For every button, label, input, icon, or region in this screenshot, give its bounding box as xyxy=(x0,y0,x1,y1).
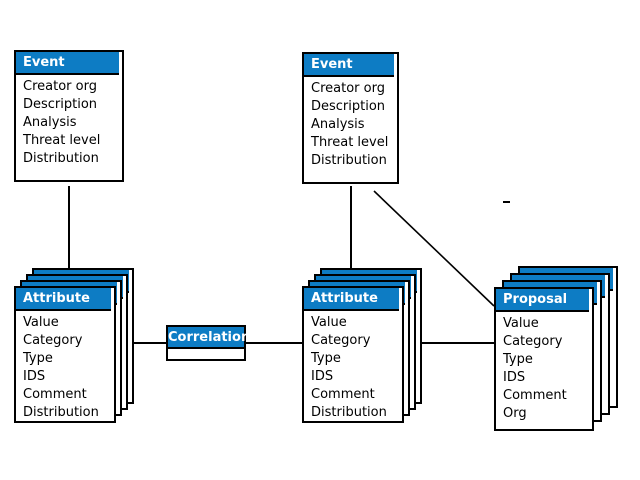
entity-attribute-left[interactable]: Attribute Value Category Type IDS Commen… xyxy=(14,286,116,423)
connector-event-right-to-attribute-right xyxy=(350,186,352,280)
connector-correlation-to-attribute-right xyxy=(246,342,302,344)
field-value: Value xyxy=(503,316,539,331)
connector-attribute-left-to-correlation xyxy=(124,342,166,344)
field-type: Type xyxy=(503,352,533,367)
field-comment: Comment xyxy=(311,387,375,402)
entity-stack-attribute-right[interactable]: Attribute Value Category Type IDS Commen… xyxy=(302,268,428,428)
field-analysis: Analysis xyxy=(23,115,77,130)
field-type: Type xyxy=(23,351,53,366)
association-correlation[interactable]: Correlation xyxy=(166,325,250,361)
field-value: Value xyxy=(23,315,59,330)
field-analysis: Analysis xyxy=(311,117,365,132)
field-value: Value xyxy=(311,315,347,330)
field-ids: IDS xyxy=(311,369,334,384)
field-distribution: Distribution xyxy=(23,405,99,420)
entity-event-left[interactable]: Event Creator org Description Analysis T… xyxy=(14,50,124,182)
field-category: Category xyxy=(23,333,83,348)
field-comment: Comment xyxy=(503,388,567,403)
entity-event-right-fields: Creator org Description Analysis Threat … xyxy=(304,77,397,174)
field-distribution: Distribution xyxy=(311,153,387,168)
entity-proposal-title: Proposal xyxy=(496,289,589,312)
entity-event-right[interactable]: Event Creator org Description Analysis T… xyxy=(302,52,399,184)
stray-mark-dash xyxy=(503,201,510,203)
entity-stack-proposal[interactable]: Proposal Value Category Type IDS Comment… xyxy=(494,266,624,431)
entity-attribute-right-fields: Value Category Type IDS Comment Distribu… xyxy=(304,311,402,426)
entity-proposal[interactable]: Proposal Value Category Type IDS Comment… xyxy=(494,287,594,431)
field-distribution: Distribution xyxy=(311,405,387,420)
field-type: Type xyxy=(311,351,341,366)
entity-attribute-left-fields: Value Category Type IDS Comment Distribu… xyxy=(16,311,114,426)
association-correlation-body xyxy=(168,349,244,359)
field-ids: IDS xyxy=(503,370,526,385)
field-threat-level: Threat level xyxy=(311,135,389,150)
entity-event-right-title: Event xyxy=(304,54,394,77)
field-threat-level: Threat level xyxy=(23,133,101,148)
field-comment: Comment xyxy=(23,387,87,402)
field-creator-org: Creator org xyxy=(311,81,385,96)
entity-attribute-right-title: Attribute xyxy=(304,288,399,311)
association-correlation-title: Correlation xyxy=(168,327,250,349)
entity-stack-attribute-left[interactable]: Attribute Value Category Type IDS Commen… xyxy=(14,268,140,428)
entity-attribute-right[interactable]: Attribute Value Category Type IDS Commen… xyxy=(302,286,404,423)
field-description: Description xyxy=(311,99,386,114)
connector-attribute-right-to-proposal xyxy=(411,342,495,344)
field-ids: IDS xyxy=(23,369,46,384)
entity-proposal-fields: Value Category Type IDS Comment Org xyxy=(496,312,592,427)
field-creator-org: Creator org xyxy=(23,79,97,94)
connector-event-left-to-attribute-left xyxy=(68,186,70,280)
entity-attribute-left-title: Attribute xyxy=(16,288,111,311)
field-org: Org xyxy=(503,406,527,421)
field-description: Description xyxy=(23,97,98,112)
field-category: Category xyxy=(503,334,563,349)
field-distribution: Distribution xyxy=(23,151,99,166)
entity-event-left-fields: Creator org Description Analysis Threat … xyxy=(16,75,122,172)
field-category: Category xyxy=(311,333,371,348)
entity-event-left-title: Event xyxy=(16,52,119,75)
